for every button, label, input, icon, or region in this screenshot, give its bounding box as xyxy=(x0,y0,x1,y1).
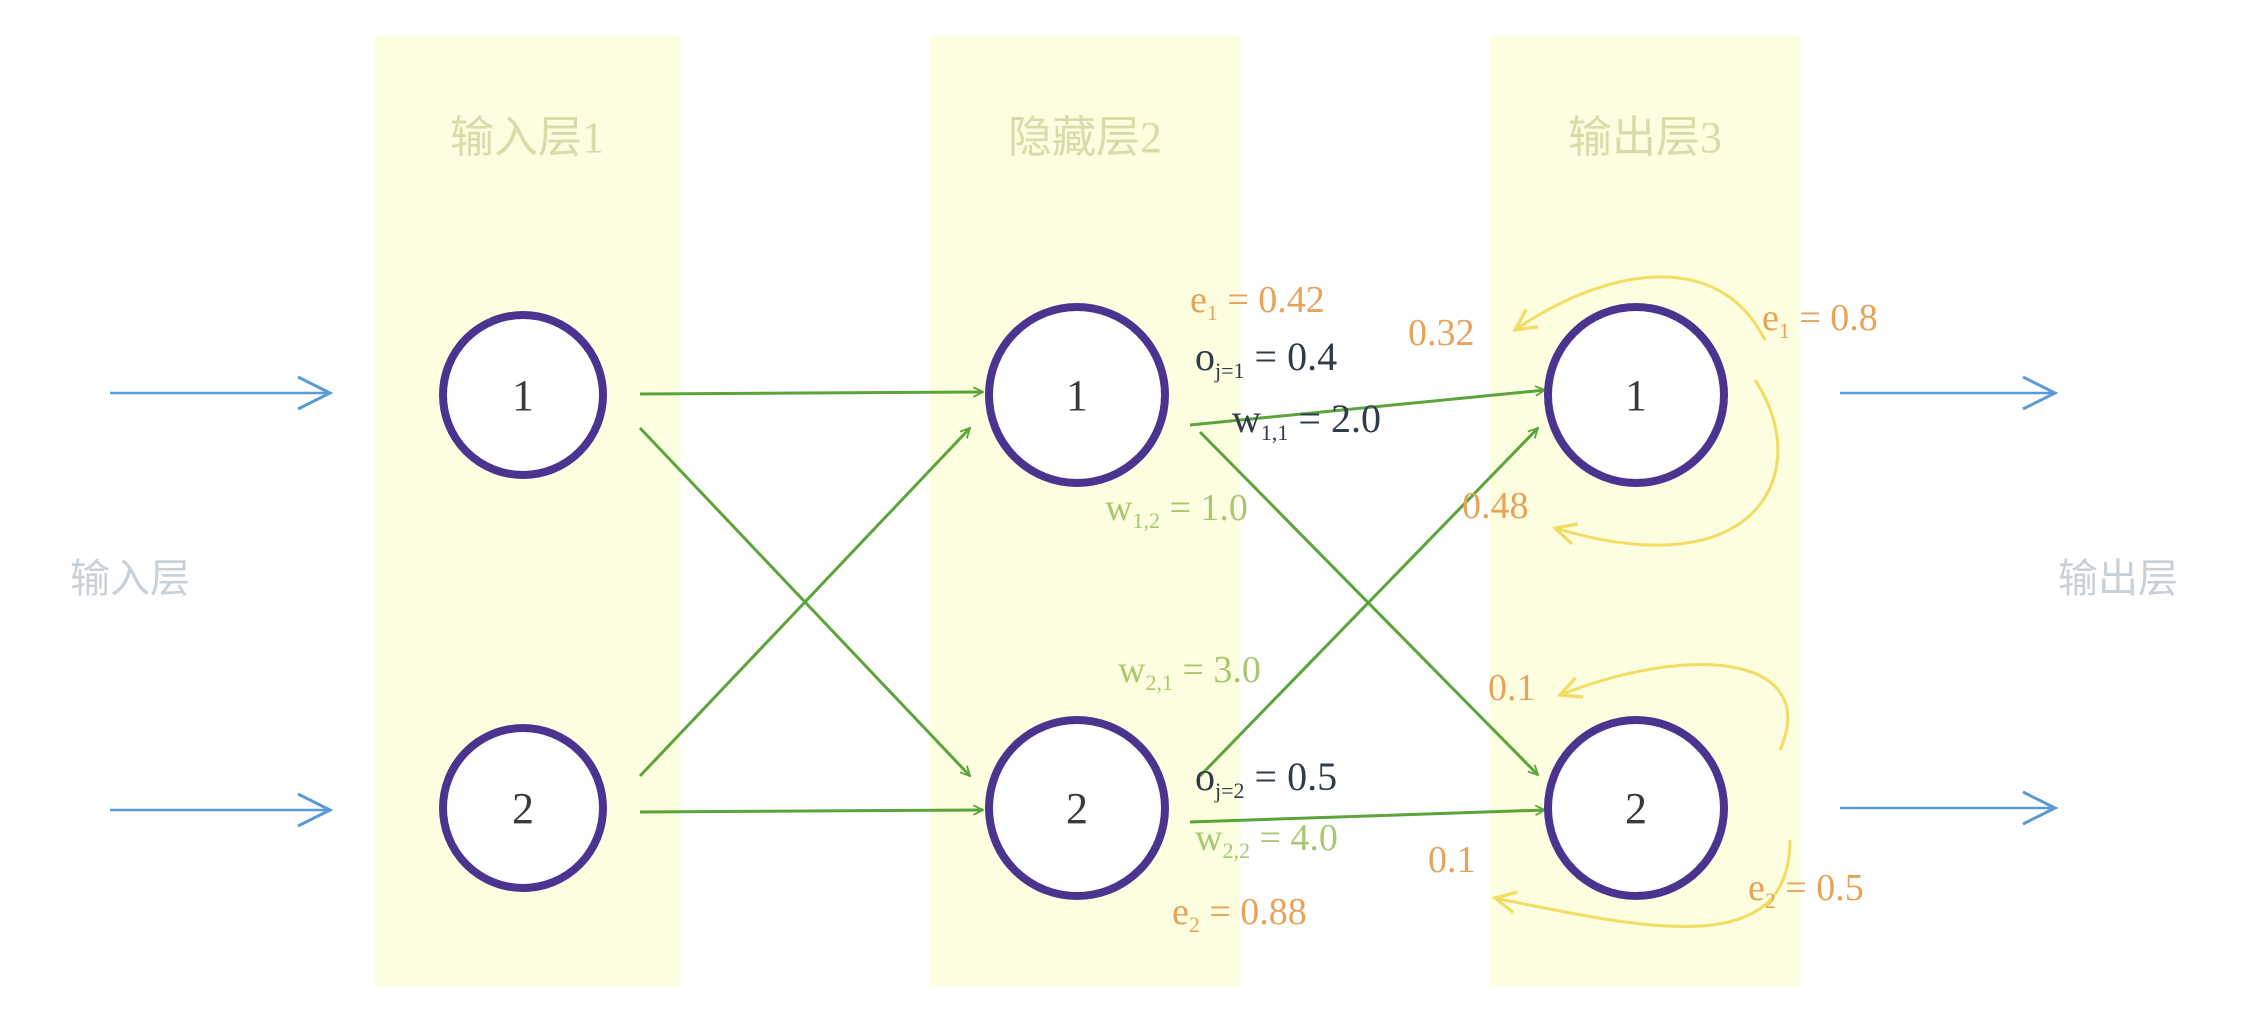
node-label: 2 xyxy=(512,784,534,833)
output-error-1-label: e1 = 0.8 xyxy=(1762,297,1878,343)
node-label: 2 xyxy=(1066,784,1088,833)
weight-2-1-label: w2,1 = 3.0 xyxy=(1118,649,1261,695)
output-error-2-label: e2 = 0.5 xyxy=(1748,867,1864,913)
node-label: 1 xyxy=(512,371,534,420)
hidden-error-1-label: e1 = 0.42 xyxy=(1190,279,1325,325)
hidden-node-1: 1 xyxy=(985,303,1169,487)
backprop-value-032: 0.32 xyxy=(1408,312,1475,354)
hidden-layer-title: 隐藏层2 xyxy=(1008,113,1162,162)
connection-h2-o2 xyxy=(1189,810,1545,824)
error-loop-bottom-lower xyxy=(1495,839,1792,928)
weight-1-2-label: w1,2 = 1.0 xyxy=(1105,487,1248,533)
hidden-error-2-label: e2 = 0.88 xyxy=(1172,891,1307,937)
error-loop-top-upper xyxy=(1515,275,1767,341)
node-label: 1 xyxy=(1066,371,1088,420)
hidden-output-2-label: oj=2 = 0.5 xyxy=(1195,754,1337,803)
error-loop-top-lower xyxy=(1555,379,1780,547)
weight-1-1-label: w1,1 = 2.0 xyxy=(1232,396,1381,445)
hidden-node-2: 2 xyxy=(985,716,1169,900)
connection-in2-h1 xyxy=(638,428,970,778)
input-node-1: 1 xyxy=(439,311,607,479)
error-loop-bottom-upper xyxy=(1560,663,1790,751)
output-node-1: 1 xyxy=(1544,303,1728,487)
node-label: 2 xyxy=(1625,784,1647,833)
right-output-label: 输出层 xyxy=(2058,556,2178,601)
input-node-2: 2 xyxy=(439,724,607,892)
input-layer-title: 输入层1 xyxy=(450,113,604,162)
backprop-value-048: 0.48 xyxy=(1462,485,1529,527)
left-input-label: 输入层 xyxy=(70,556,190,601)
output-layer-title: 输出层3 xyxy=(1568,113,1722,162)
connection-in1-h1 xyxy=(639,392,983,394)
node-label: 1 xyxy=(1625,371,1647,420)
backprop-value-01-bottom: 0.1 xyxy=(1428,839,1476,881)
connection-h2-o1 xyxy=(1198,428,1538,778)
weight-2-2-label: w2,2 = 4.0 xyxy=(1195,817,1338,863)
connection-h1-o1 xyxy=(1189,390,1545,427)
connection-in2-h2 xyxy=(639,810,983,812)
hidden-output-1-label: oj=1 = 0.4 xyxy=(1195,334,1337,383)
output-node-2: 2 xyxy=(1544,716,1728,900)
backprop-value-01-top: 0.1 xyxy=(1488,667,1536,709)
